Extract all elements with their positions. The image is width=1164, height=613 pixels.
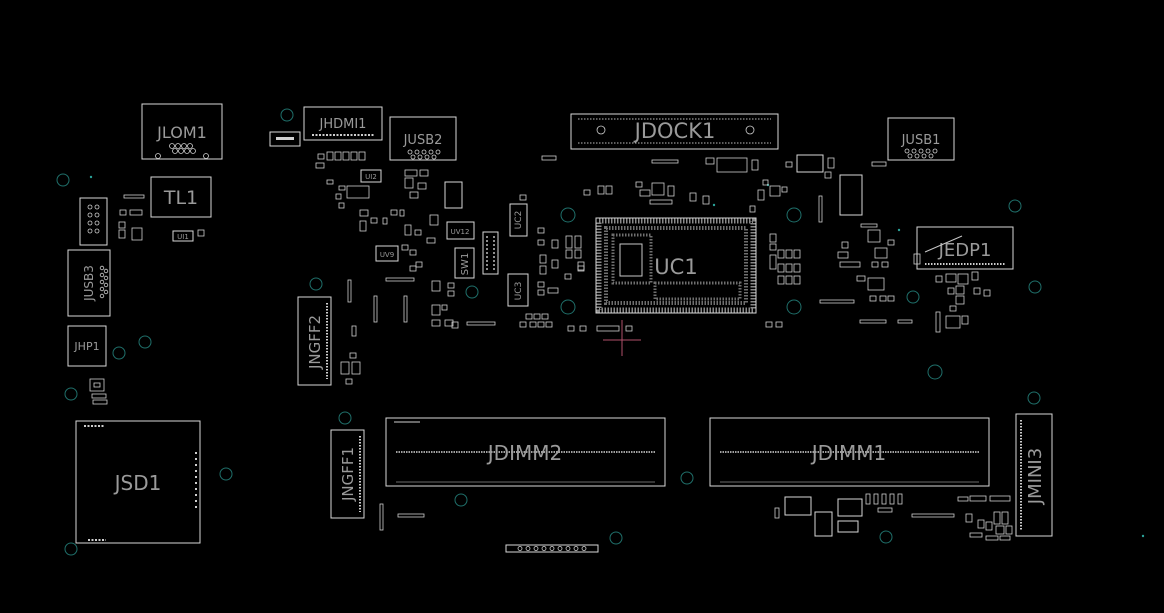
chip-spi: [482, 231, 499, 275]
origin-marker: [603, 320, 641, 356]
passive-components: [89, 151, 1013, 541]
chip-uv12[interactable]: UV12: [446, 221, 475, 240]
connector-jusb2[interactable]: JUSB2: [389, 116, 457, 161]
connector-jdimm1[interactable]: JDIMM1: [709, 417, 990, 487]
label-uv9: UV9: [380, 251, 394, 259]
label-ui2: UI2: [365, 173, 377, 181]
connector-jlom1[interactable]: JLOM1: [141, 103, 223, 160]
label-jngff2: JNGFF2: [306, 315, 324, 370]
label-jusb2: JUSB2: [403, 133, 443, 148]
chip-uc2[interactable]: UC2: [509, 203, 528, 237]
power-modules: [784, 496, 863, 537]
connector-jhdmi1[interactable]: JHDMI1: [303, 106, 383, 141]
label-jhp1: JHP1: [73, 340, 99, 353]
label-jusb1: JUSB1: [901, 133, 941, 148]
label-ui1: UI1: [177, 233, 189, 241]
connector-jedp1[interactable]: JEDP1: [913, 226, 1014, 270]
label-uv12: UV12: [451, 228, 470, 236]
chip-ui2[interactable]: UI2: [360, 169, 382, 183]
chip-uc1[interactable]: UC1: [595, 217, 757, 314]
switch-sw1[interactable]: SW1: [454, 247, 475, 279]
label-jhdmi1: JHDMI1: [319, 117, 367, 132]
connector-jrtc1: [269, 131, 301, 147]
chip-uv11: [444, 181, 463, 209]
mounting-holes: [56, 108, 1145, 556]
connector-jsd1[interactable]: JSD1: [75, 420, 201, 544]
chip-uc3[interactable]: UC3: [507, 273, 529, 307]
connector-jmini3[interactable]: JMINI3: [1015, 413, 1053, 537]
bottom-connector-strip: [505, 544, 599, 553]
connector-jngff2[interactable]: JNGFF2: [297, 296, 332, 386]
label-jsd1: JSD1: [113, 471, 162, 495]
chip-pjdc1: [839, 174, 863, 216]
chip-pu400: [796, 154, 824, 173]
connector-jusb1[interactable]: JUSB1: [887, 117, 955, 161]
connector-jdimm2[interactable]: JDIMM2: [385, 417, 666, 487]
connector-left-small: [79, 197, 108, 246]
label-tl1: TL1: [163, 187, 198, 209]
connector-jhp1[interactable]: JHP1: [67, 325, 107, 367]
chip-uv9[interactable]: UV9: [375, 245, 399, 262]
label-jmini3: JMINI3: [1025, 448, 1046, 505]
label-jdock1: JDOCK1: [633, 119, 716, 143]
label-uc2: UC2: [514, 211, 524, 230]
label-jusb3: JUSB3: [82, 265, 96, 302]
label-jlom1: JLOM1: [156, 123, 207, 142]
label-jedp1: JEDP1: [938, 240, 992, 261]
component-tl1[interactable]: TL1: [150, 176, 212, 218]
label-sw1: SW1: [460, 253, 471, 276]
chip-ui1[interactable]: UI1: [172, 230, 194, 242]
label-jngff1: JNGFF1: [339, 447, 357, 502]
connector-jngff1[interactable]: JNGFF1: [330, 429, 365, 519]
label-uc3: UC3: [514, 282, 524, 301]
connector-jdock1[interactable]: JDOCK1: [570, 113, 779, 150]
connector-jusb3[interactable]: JUSB3: [67, 249, 111, 317]
label-uc1: UC1: [654, 255, 697, 279]
